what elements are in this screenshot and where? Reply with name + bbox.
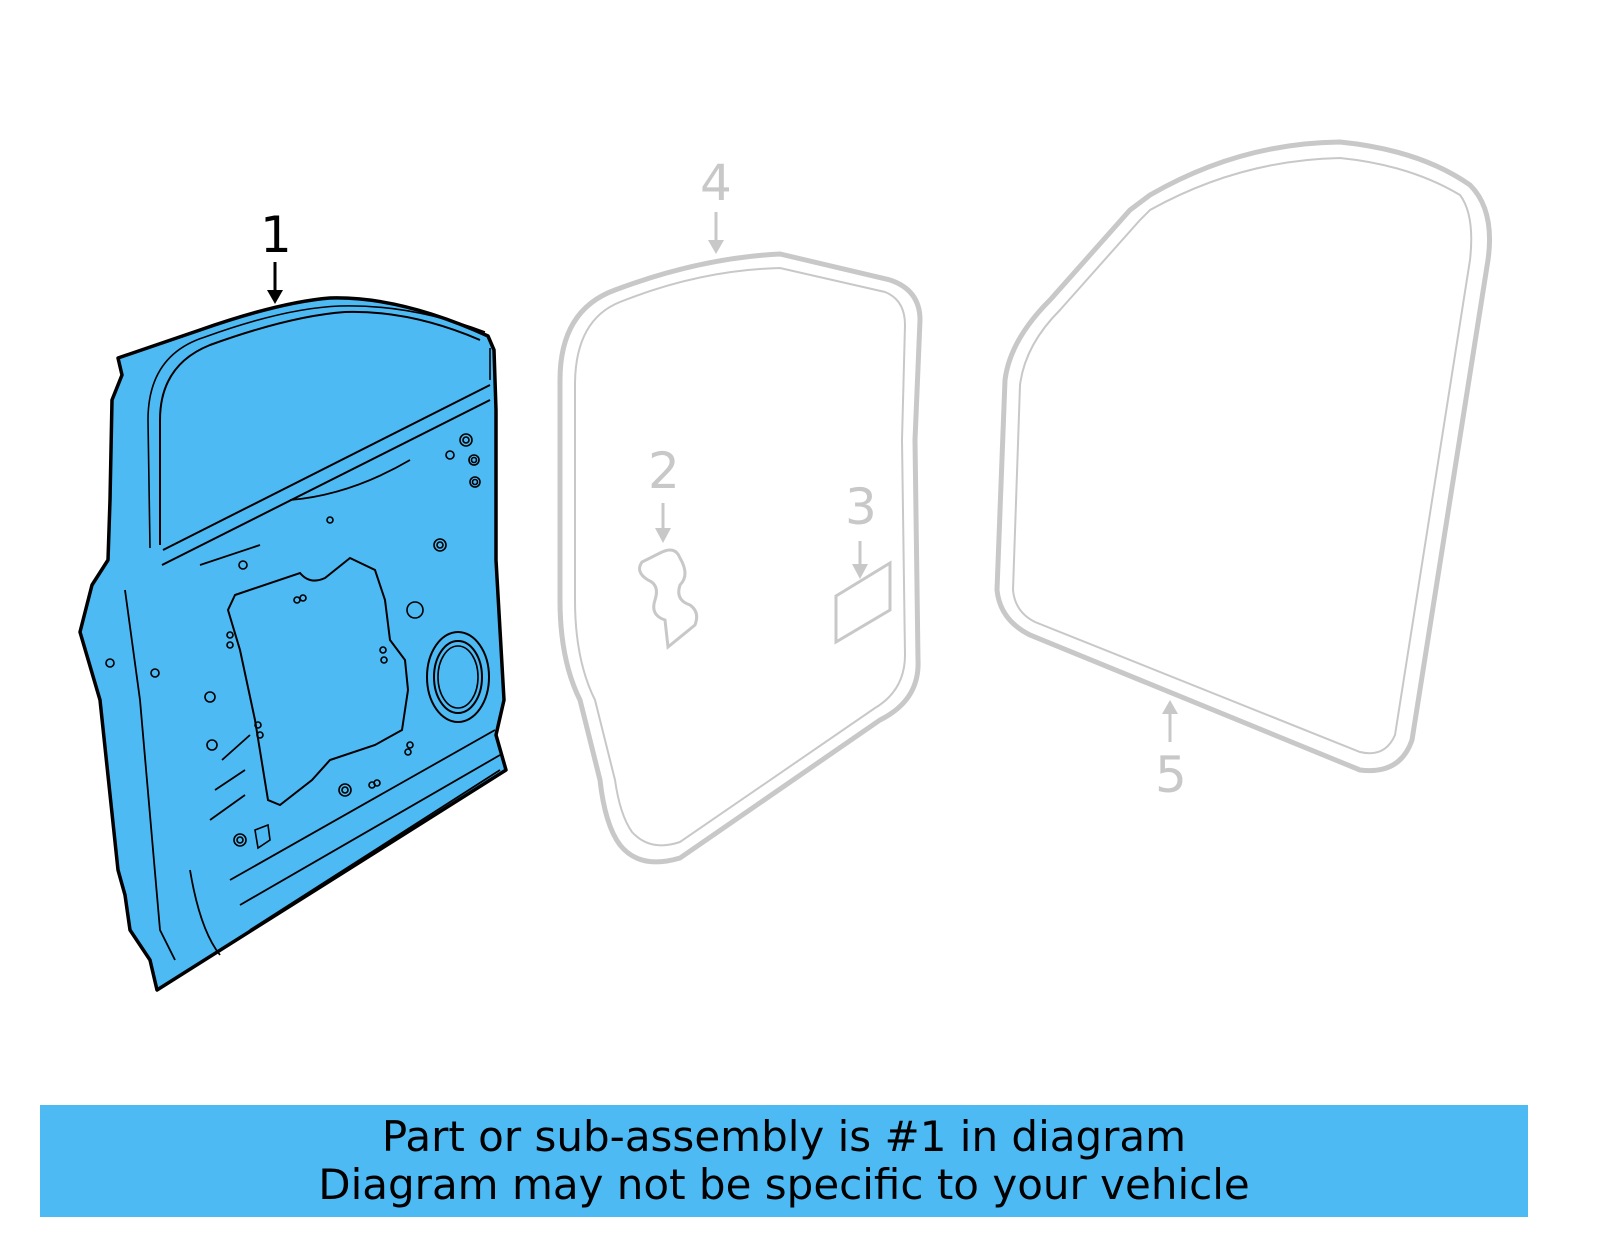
part-1-door-shell[interactable] — [78, 296, 508, 992]
callout-arrow-3 — [852, 541, 868, 579]
callout-number-1[interactable]: 1 — [260, 206, 292, 264]
callout-arrow-1 — [267, 262, 283, 304]
callout-number-5[interactable]: 5 — [1155, 746, 1187, 804]
callout-arrow-2 — [655, 503, 671, 543]
info-banner: Part or sub-assembly is #1 in diagram Di… — [40, 1105, 1528, 1217]
part-2-patch[interactable] — [638, 548, 699, 650]
callout-arrow-4 — [708, 212, 724, 254]
part-3-pad[interactable] — [834, 560, 892, 645]
callout-number-2[interactable]: 2 — [648, 442, 680, 500]
callout-number-3[interactable]: 3 — [845, 478, 877, 536]
banner-line-1: Part or sub-assembly is #1 in diagram — [381, 1112, 1187, 1161]
part-5-weatherstrip[interactable] — [994, 139, 1493, 774]
part-4-weatherstrip[interactable] — [557, 251, 923, 865]
parts-diagram — [78, 139, 1493, 992]
callout-arrow-5 — [1162, 700, 1178, 742]
banner-line-2: Diagram may not be specific to your vehi… — [318, 1160, 1250, 1209]
callout-number-4[interactable]: 4 — [700, 154, 732, 212]
